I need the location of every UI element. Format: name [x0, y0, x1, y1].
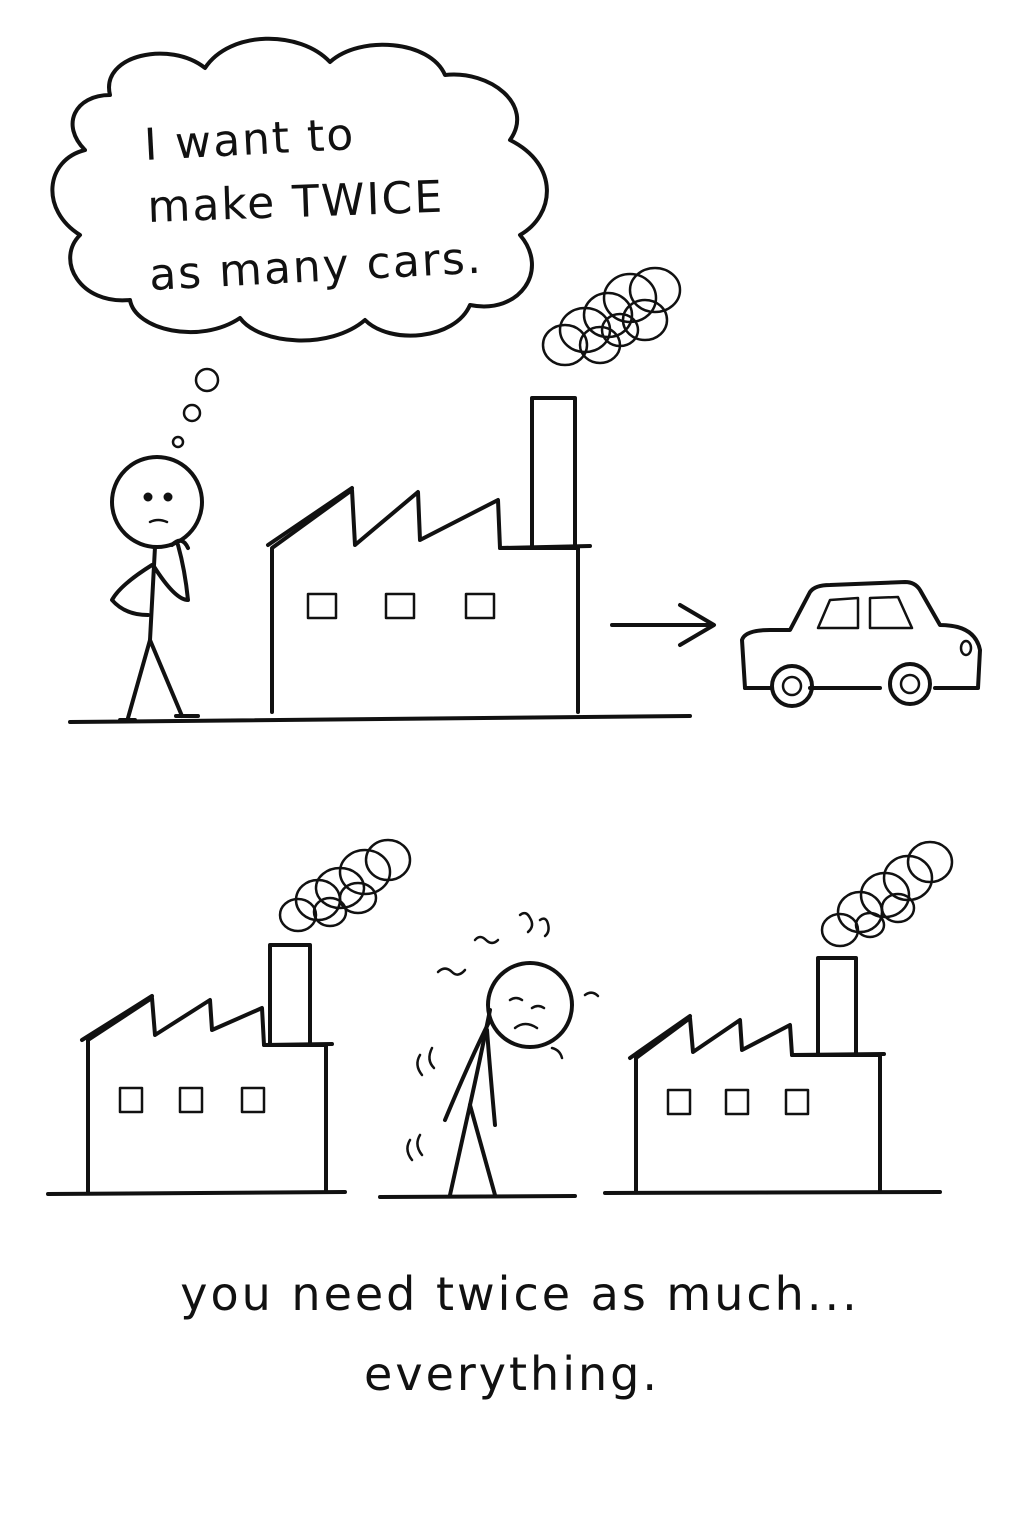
- factory-icon: [628, 956, 886, 1194]
- ground-line: [378, 1194, 577, 1199]
- factory-window: [240, 1086, 266, 1114]
- factory-window: [464, 592, 496, 620]
- arrow-right-icon: [610, 603, 716, 647]
- thought-dot-small: [171, 435, 185, 449]
- thought-line-2: make TWICE: [147, 172, 445, 233]
- factory-window: [178, 1086, 204, 1114]
- thought-cloud-outline: [50, 36, 549, 343]
- head: [486, 961, 574, 1049]
- smoke-scribble-icon: [278, 838, 412, 933]
- bottom-panel: [46, 838, 954, 1199]
- factory-window: [118, 1086, 144, 1114]
- factory-icon: [266, 396, 592, 714]
- thought-line-3: as many cars.: [148, 233, 484, 301]
- thought-dot-medium: [182, 403, 202, 423]
- factory-window: [384, 592, 416, 620]
- caption-line-1: you need twice as much...: [180, 1267, 859, 1321]
- head: [110, 455, 204, 549]
- ground-line: [603, 1190, 942, 1195]
- caption-line-2: everything.: [364, 1347, 660, 1401]
- caption: you need twice as much... everything.: [180, 1267, 859, 1401]
- factory-window: [784, 1088, 810, 1116]
- top-panel: I want to make TWICE as many cars.: [50, 36, 982, 724]
- car-icon: [740, 580, 982, 708]
- thought-dot-large: [194, 367, 220, 393]
- smoke-scribble-icon: [541, 266, 682, 367]
- thought-line-1: I want to: [143, 109, 357, 171]
- stick-figure-tired-icon: [406, 911, 600, 1197]
- thought-bubble: I want to make TWICE as many cars.: [50, 36, 549, 449]
- ground-line: [68, 714, 692, 724]
- stick-figure-thinking-icon: [110, 455, 204, 722]
- smoke-scribble-icon: [820, 840, 954, 948]
- factory-icon: [80, 943, 334, 1194]
- factory-window: [306, 592, 338, 620]
- factory-window: [724, 1088, 750, 1116]
- ground-line: [46, 1190, 347, 1196]
- factory-window: [666, 1088, 692, 1116]
